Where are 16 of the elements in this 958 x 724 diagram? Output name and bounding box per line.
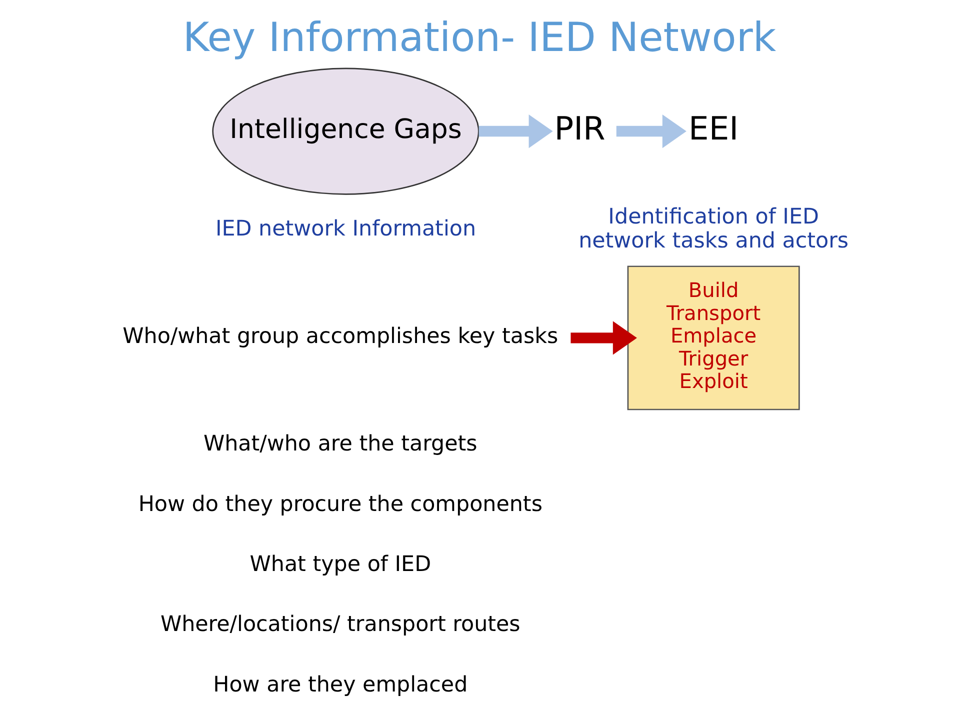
arrow [570, 321, 636, 355]
node-box: Build Transport Emplace Trigger Exploit [626, 266, 800, 410]
node-text: Who/what group accomplishes key tasks [122, 324, 558, 350]
node-label: IED network Information [214, 216, 476, 242]
arrow [616, 114, 686, 148]
diagram-title: Key Information- IED Network [182, 15, 776, 62]
node-text: PIR [554, 110, 605, 148]
label: What type of IED [249, 552, 431, 578]
label: Identification of IED network tasks and actors [578, 204, 848, 254]
arrow [478, 114, 552, 148]
node-ellipse: Intelligence Gaps [212, 68, 479, 195]
label: How are they emplaced [212, 672, 468, 698]
node-text: EEI [688, 110, 738, 148]
label: What/who are the targets [202, 432, 477, 457]
label: Where/locations/ transport routes [160, 612, 520, 638]
label: How do they procure the components [138, 492, 542, 517]
